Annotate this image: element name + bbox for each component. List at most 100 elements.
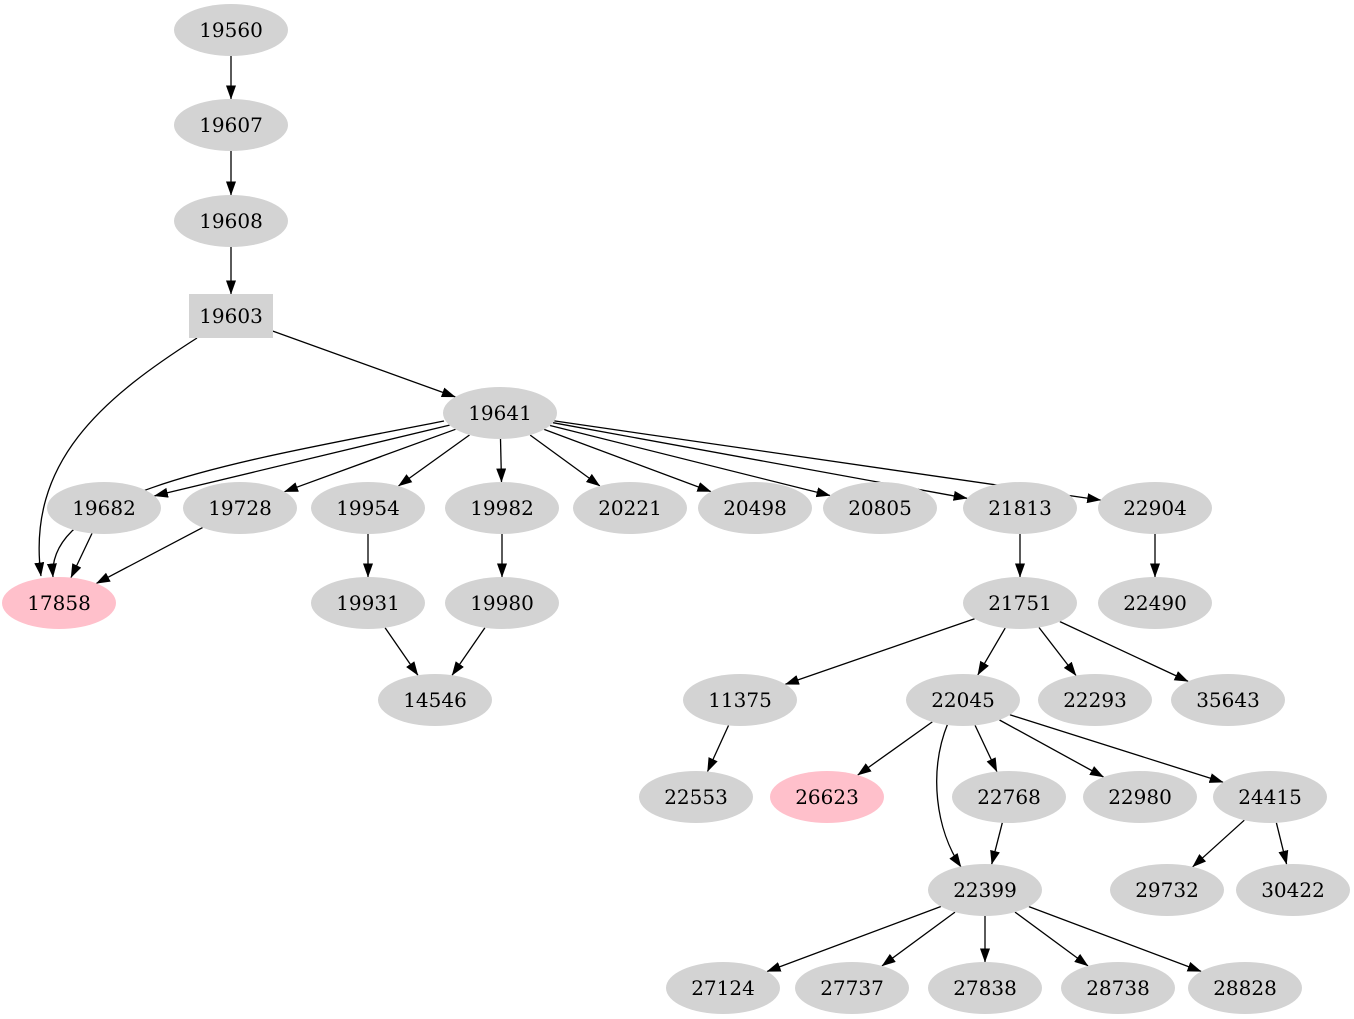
node-label-17858: 17858 [27, 591, 91, 615]
node-shape-22490 [1098, 577, 1212, 629]
node-shape-22553 [639, 771, 753, 823]
node-19931: 19931 [311, 577, 425, 629]
node-label-22293: 22293 [1063, 688, 1127, 712]
node-shape-19982 [445, 482, 559, 534]
node-label-22045: 22045 [931, 688, 995, 712]
edge-22399-27124 [766, 905, 942, 973]
node-label-28828: 28828 [1213, 976, 1277, 1000]
node-shape-22980 [1083, 771, 1197, 823]
node-24415: 24415 [1213, 771, 1327, 823]
edge-19980-14546 [451, 627, 486, 676]
node-shape-30422 [1236, 864, 1350, 916]
node-shape-22293 [1038, 674, 1152, 726]
node-22768: 22768 [952, 771, 1066, 823]
node-label-20498: 20498 [723, 496, 787, 520]
node-shape-20498 [698, 482, 812, 534]
edge-21751-35643 [1059, 621, 1189, 682]
node-22045: 22045 [906, 674, 1020, 726]
node-22399: 22399 [928, 864, 1042, 916]
node-20805: 20805 [823, 482, 937, 534]
node-label-27124: 27124 [691, 976, 755, 1000]
node-shape-29732 [1110, 864, 1224, 916]
node-28738: 28738 [1061, 962, 1175, 1014]
node-20498: 20498 [698, 482, 812, 534]
node-shape-22399 [928, 864, 1042, 916]
edge-21751-11375 [784, 618, 975, 685]
edge-22045-26623 [857, 721, 933, 776]
edge-21751-22293 [1038, 627, 1077, 676]
node-label-20805: 20805 [848, 496, 912, 520]
node-shape-19931 [311, 577, 425, 629]
edge-24415-29732 [1192, 819, 1245, 868]
edge-22045-22768 [974, 725, 998, 773]
node-17858: 17858 [2, 577, 116, 629]
node-label-19980: 19980 [470, 591, 534, 615]
node-19641: 19641 [443, 387, 557, 439]
node-shape-22045 [906, 674, 1020, 726]
node-20221: 20221 [573, 482, 687, 534]
node-35643: 35643 [1171, 674, 1285, 726]
node-label-22904: 22904 [1123, 496, 1187, 520]
node-22904: 22904 [1098, 482, 1212, 534]
node-22293: 22293 [1038, 674, 1152, 726]
node-shape-27838 [928, 962, 1042, 1014]
edge-19641-19728 [284, 428, 456, 493]
node-label-19728: 19728 [208, 496, 272, 520]
node-shape-27124 [666, 962, 780, 1014]
node-shape-35643 [1171, 674, 1285, 726]
node-19560: 19560 [174, 4, 288, 56]
node-shape-22768 [952, 771, 1066, 823]
node-26623: 26623 [770, 771, 884, 823]
node-shape-24415 [1213, 771, 1327, 823]
node-shape-19641 [443, 387, 557, 439]
node-shape-19608 [174, 195, 288, 247]
edge-19641-20498 [543, 428, 712, 493]
node-label-21813: 21813 [988, 496, 1052, 520]
node-label-22553: 22553 [664, 785, 728, 809]
node-shape-14546 [378, 674, 492, 726]
node-29732: 29732 [1110, 864, 1224, 916]
edge-11375-22553 [706, 725, 730, 772]
edge-19603-19641 [265, 327, 456, 398]
edge-19682-17858 [70, 533, 93, 579]
node-21751: 21751 [963, 577, 1077, 629]
edge-21751-22045 [977, 627, 1006, 676]
node-label-28738: 28738 [1086, 976, 1150, 1000]
edge-22768-22399 [990, 822, 1003, 865]
node-label-19954: 19954 [336, 496, 400, 520]
node-shape-19980 [445, 577, 559, 629]
edge-22399-28738 [1014, 911, 1089, 967]
node-shape-28828 [1188, 962, 1302, 1014]
node-19954: 19954 [311, 482, 425, 534]
node-14546: 14546 [378, 674, 492, 726]
node-shape-19607 [174, 99, 288, 151]
node-label-14546: 14546 [403, 688, 467, 712]
node-label-22399: 22399 [953, 878, 1017, 902]
node-label-19603: 19603 [199, 304, 263, 328]
node-shape-19560 [174, 4, 288, 56]
node-shape-20805 [823, 482, 937, 534]
node-shape-19728 [183, 482, 297, 534]
edge-19641-20221 [529, 434, 601, 487]
node-27838: 27838 [928, 962, 1042, 1014]
node-label-20221: 20221 [598, 496, 662, 520]
node-22490: 22490 [1098, 577, 1212, 629]
node-22553: 22553 [639, 771, 753, 823]
edge-19728-17858 [95, 527, 203, 584]
node-shape-19603 [189, 294, 273, 338]
node-19603: 19603 [189, 294, 273, 338]
node-label-24415: 24415 [1238, 785, 1302, 809]
edge-22399-27737 [881, 911, 956, 967]
edge-19641-17858 [46, 420, 445, 578]
node-19728: 19728 [183, 482, 297, 534]
node-30422: 30422 [1236, 864, 1350, 916]
node-label-19607: 19607 [199, 113, 263, 137]
node-label-22490: 22490 [1123, 591, 1187, 615]
node-label-19608: 19608 [199, 209, 263, 233]
edge-19641-19682 [153, 424, 450, 498]
node-shape-21751 [963, 577, 1077, 629]
node-label-21751: 21751 [988, 591, 1052, 615]
node-label-27838: 27838 [953, 976, 1017, 1000]
node-label-19560: 19560 [199, 18, 263, 42]
